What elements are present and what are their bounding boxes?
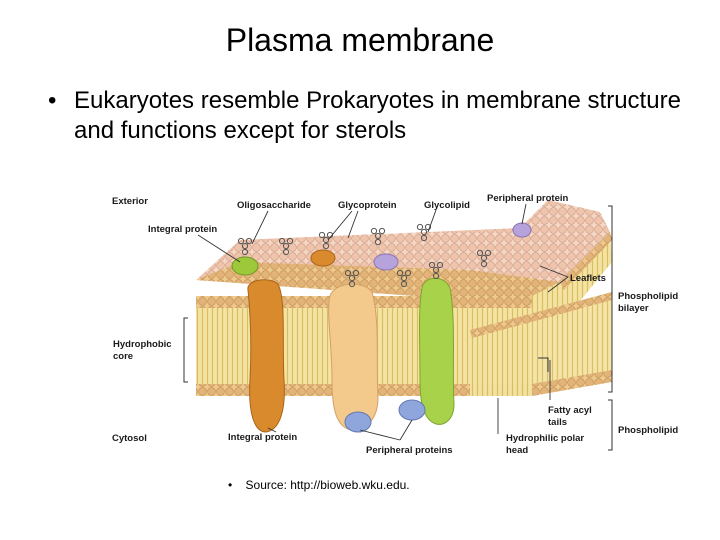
label-peripheral-proteins-bottom: Peripheral proteins <box>366 445 453 456</box>
glycoprotein-top <box>310 249 336 267</box>
label-exterior: Exterior <box>112 196 148 207</box>
peripheral-protein-bottom-blue-2 <box>398 399 426 421</box>
label-integral-protein-top: Integral protein <box>148 224 217 235</box>
integral-protein-peach <box>328 283 379 431</box>
peripheral-protein-top-right <box>512 222 532 238</box>
label-fatty-acyl-tails-1: Fatty acyl <box>548 405 592 416</box>
label-hydrophobic-core-2: core <box>113 351 133 362</box>
peripheral-protein-top-purple <box>373 253 399 271</box>
label-phospholipid-bilayer-2: bilayer <box>618 303 649 314</box>
label-hydrophilic-head-1: Hydrophilic polar <box>506 433 584 444</box>
membrane-top-surface-front <box>196 262 560 300</box>
label-glycoprotein: Glycoprotein <box>338 200 397 211</box>
lower-leaflet-head-edge <box>470 292 612 338</box>
lower-leaflet-bottom-heads <box>532 370 612 396</box>
source-bullet: • <box>228 478 233 492</box>
integral-protein-orange <box>247 279 285 433</box>
bullet-text: Eukaryotes resemble Prokaryotes in membr… <box>74 87 681 144</box>
label-phospholipid: Phospholipid <box>618 425 678 436</box>
label-integral-protein-bottom: Integral protein <box>228 432 297 443</box>
label-hydrophobic-core-1: Hydrophobic <box>113 339 172 350</box>
label-glycolipid: Glycolipid <box>424 200 470 211</box>
peripheral-protein-bottom-blue-1 <box>344 411 372 433</box>
bullet-symbol: • <box>48 87 57 114</box>
integral-protein-green <box>419 277 455 425</box>
source-citation: • Source: http://bioweb.wku.edu. <box>228 478 410 492</box>
label-phospholipid-bilayer-1: Phospholipid <box>618 291 678 302</box>
label-pointer-lines <box>197 203 569 441</box>
label-hydrophilic-head-2: head <box>506 445 528 456</box>
oligosaccharide-chains <box>237 223 492 288</box>
label-fatty-acyl-tails-2: tails <box>548 417 567 428</box>
lower-leaflet-peel <box>470 292 612 396</box>
upper-leaflet-head-edge <box>560 232 612 290</box>
source-text: Source: http://bioweb.wku.edu. <box>245 478 410 492</box>
slide-title: Plasma membrane <box>225 22 495 58</box>
label-oligosaccharide: Oligosaccharide <box>237 200 311 211</box>
bracket-lines <box>183 205 613 451</box>
label-leaflets: Leaflets <box>570 273 606 284</box>
label-cytosol: Cytosol <box>112 433 147 444</box>
label-peripheral-protein-top: Peripheral protein <box>487 193 568 204</box>
